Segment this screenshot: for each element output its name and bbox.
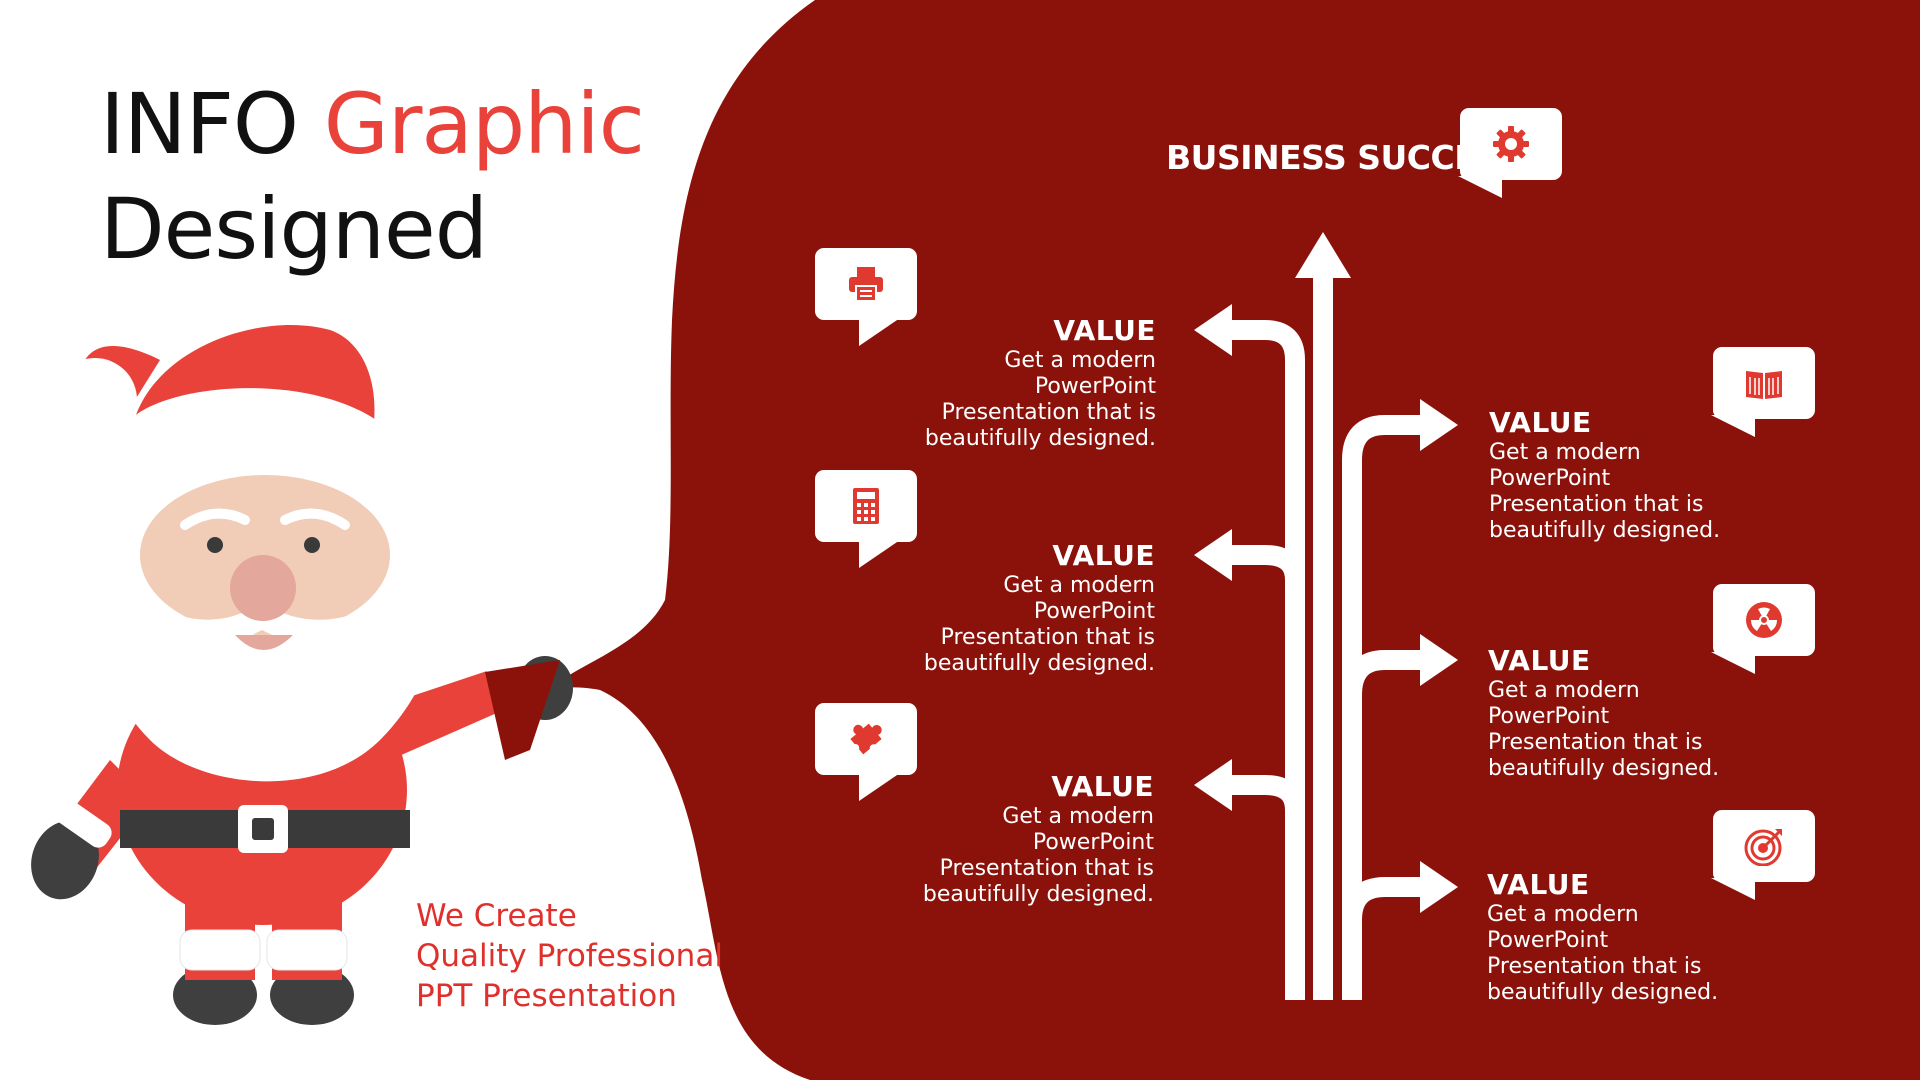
value-line: beautifully designed. xyxy=(1488,756,1720,781)
tagline: We Create Quality Professional PPT Prese… xyxy=(416,896,723,1016)
tagline-line: PPT Presentation xyxy=(416,978,677,1014)
target-icon xyxy=(1744,829,1782,866)
bubble-tail xyxy=(1711,415,1755,437)
value-line: beautifully designed. xyxy=(1489,518,1721,543)
value-line: Presentation that is xyxy=(940,625,1155,650)
tagline-line: Quality Professional xyxy=(416,938,723,974)
value-title: VALUE xyxy=(1487,868,1590,901)
arrowhead-right-2 xyxy=(1420,634,1458,686)
value-line: PowerPoint xyxy=(1033,599,1155,624)
value-title: VALUE xyxy=(1051,770,1154,803)
gear-icon xyxy=(1493,126,1529,162)
value-line: beautifully designed. xyxy=(922,882,1154,907)
santa-mitten-left xyxy=(31,820,99,900)
value-line: Get a modern xyxy=(1487,902,1639,927)
right-value-block-3: VALUE Get a modern PowerPoint Presentati… xyxy=(1487,868,1787,1006)
arrow-tree xyxy=(1194,232,1458,1000)
value-line: beautifully designed. xyxy=(924,426,1156,451)
calculator-icon xyxy=(853,488,879,524)
branch-left-1 xyxy=(1230,320,1305,1000)
value-title: VALUE xyxy=(1489,406,1592,439)
left-value-block-1: VALUE Get a modern PowerPoint Presentati… xyxy=(856,314,1156,452)
tagline-line: We Create xyxy=(416,898,577,934)
branch-right-1 xyxy=(1342,415,1420,1000)
value-line: Presentation that is xyxy=(941,400,1156,425)
value-line: Get a modern xyxy=(1488,678,1640,703)
santa-brow-right xyxy=(280,508,350,530)
left-value-block-3: VALUE Get a modern PowerPoint Presentati… xyxy=(854,770,1154,908)
bubble-tail xyxy=(859,538,903,568)
bubble-tail xyxy=(1458,176,1502,198)
value-line: PowerPoint xyxy=(1488,704,1610,729)
branch-right-3 xyxy=(1342,877,1420,1000)
puzzle-icon xyxy=(850,723,882,755)
santa-cuff-left xyxy=(179,929,261,971)
book-icon xyxy=(1746,371,1782,399)
bubble-tail xyxy=(859,316,903,346)
santa-eye-left xyxy=(207,537,223,553)
value-line: PowerPoint xyxy=(1489,466,1611,491)
right-value-block-1: VALUE Get a modern PowerPoint Presentati… xyxy=(1489,406,1789,544)
value-line: Presentation that is xyxy=(1487,954,1702,979)
bubble-box xyxy=(1713,347,1815,419)
santa-cuff-right xyxy=(266,929,348,971)
value-title: VALUE xyxy=(1052,539,1155,572)
value-line: PowerPoint xyxy=(1032,830,1154,855)
right-bubble-3 xyxy=(1711,810,1815,900)
value-line: Get a modern xyxy=(1003,573,1155,598)
arrowhead-left-3 xyxy=(1194,759,1232,811)
right-value-block-2: VALUE Get a modern PowerPoint Presentati… xyxy=(1488,644,1788,782)
right-bubble-1 xyxy=(1711,347,1815,437)
title-prefix: INFO xyxy=(100,75,299,173)
santa-nose xyxy=(230,555,296,621)
arrowhead-right-1 xyxy=(1420,399,1458,451)
santa-illustration xyxy=(31,324,573,1025)
branch-left-3 xyxy=(1230,775,1305,1000)
santa-fur-left xyxy=(60,505,170,615)
value-line: Presentation that is xyxy=(1489,492,1704,517)
left-bubble-2 xyxy=(815,470,917,568)
printer-icon xyxy=(849,267,883,302)
branch-left-2 xyxy=(1230,545,1305,1000)
santa-brow-left xyxy=(180,508,250,530)
arrowhead-left-1 xyxy=(1194,304,1232,356)
value-title: VALUE xyxy=(1488,644,1591,677)
left-value-block-2: VALUE Get a modern PowerPoint Presentati… xyxy=(855,539,1155,677)
value-line: beautifully designed. xyxy=(1487,980,1719,1005)
santa-hat-brim xyxy=(119,388,397,490)
value-title: VALUE xyxy=(1053,314,1156,347)
value-line: beautifully designed. xyxy=(923,651,1155,676)
value-line: Get a modern xyxy=(1004,348,1156,373)
heading-bubble xyxy=(1458,108,1562,198)
santa-eye-right xyxy=(304,537,320,553)
value-line: Get a modern xyxy=(1002,804,1154,829)
value-line: Presentation that is xyxy=(1488,730,1703,755)
radiation-icon xyxy=(1746,602,1782,638)
branch-right-2 xyxy=(1342,650,1420,1000)
title-accent: Graphic xyxy=(323,75,645,173)
santa-buckle-hole xyxy=(252,818,274,840)
left-bubble-3 xyxy=(815,703,917,801)
santa-pompom xyxy=(53,358,137,442)
arrowhead-right-3 xyxy=(1420,861,1458,913)
page-title-line-1: INFO Graphic xyxy=(100,82,645,166)
bubble-tail xyxy=(1711,878,1755,900)
value-line: Get a modern xyxy=(1489,440,1641,465)
bubble-tail xyxy=(859,771,903,801)
business-success-heading: BUSINESS SUCCES xyxy=(1166,138,1500,177)
value-line: PowerPoint xyxy=(1487,928,1609,953)
trunk-arrowhead xyxy=(1295,232,1351,278)
bubble-tail xyxy=(1711,652,1755,674)
left-bubble-1 xyxy=(815,248,917,346)
santa-cloth-end xyxy=(485,660,560,760)
santa-arm-right xyxy=(370,665,515,760)
value-line: Presentation that is xyxy=(939,856,1154,881)
page-title-line-2: Designed xyxy=(100,180,488,278)
santa-arm-left-cuff xyxy=(47,794,112,848)
arrowhead-left-2 xyxy=(1194,529,1232,581)
value-line: PowerPoint xyxy=(1034,374,1156,399)
right-bubble-2 xyxy=(1711,584,1815,674)
santa-mouth xyxy=(235,635,293,650)
